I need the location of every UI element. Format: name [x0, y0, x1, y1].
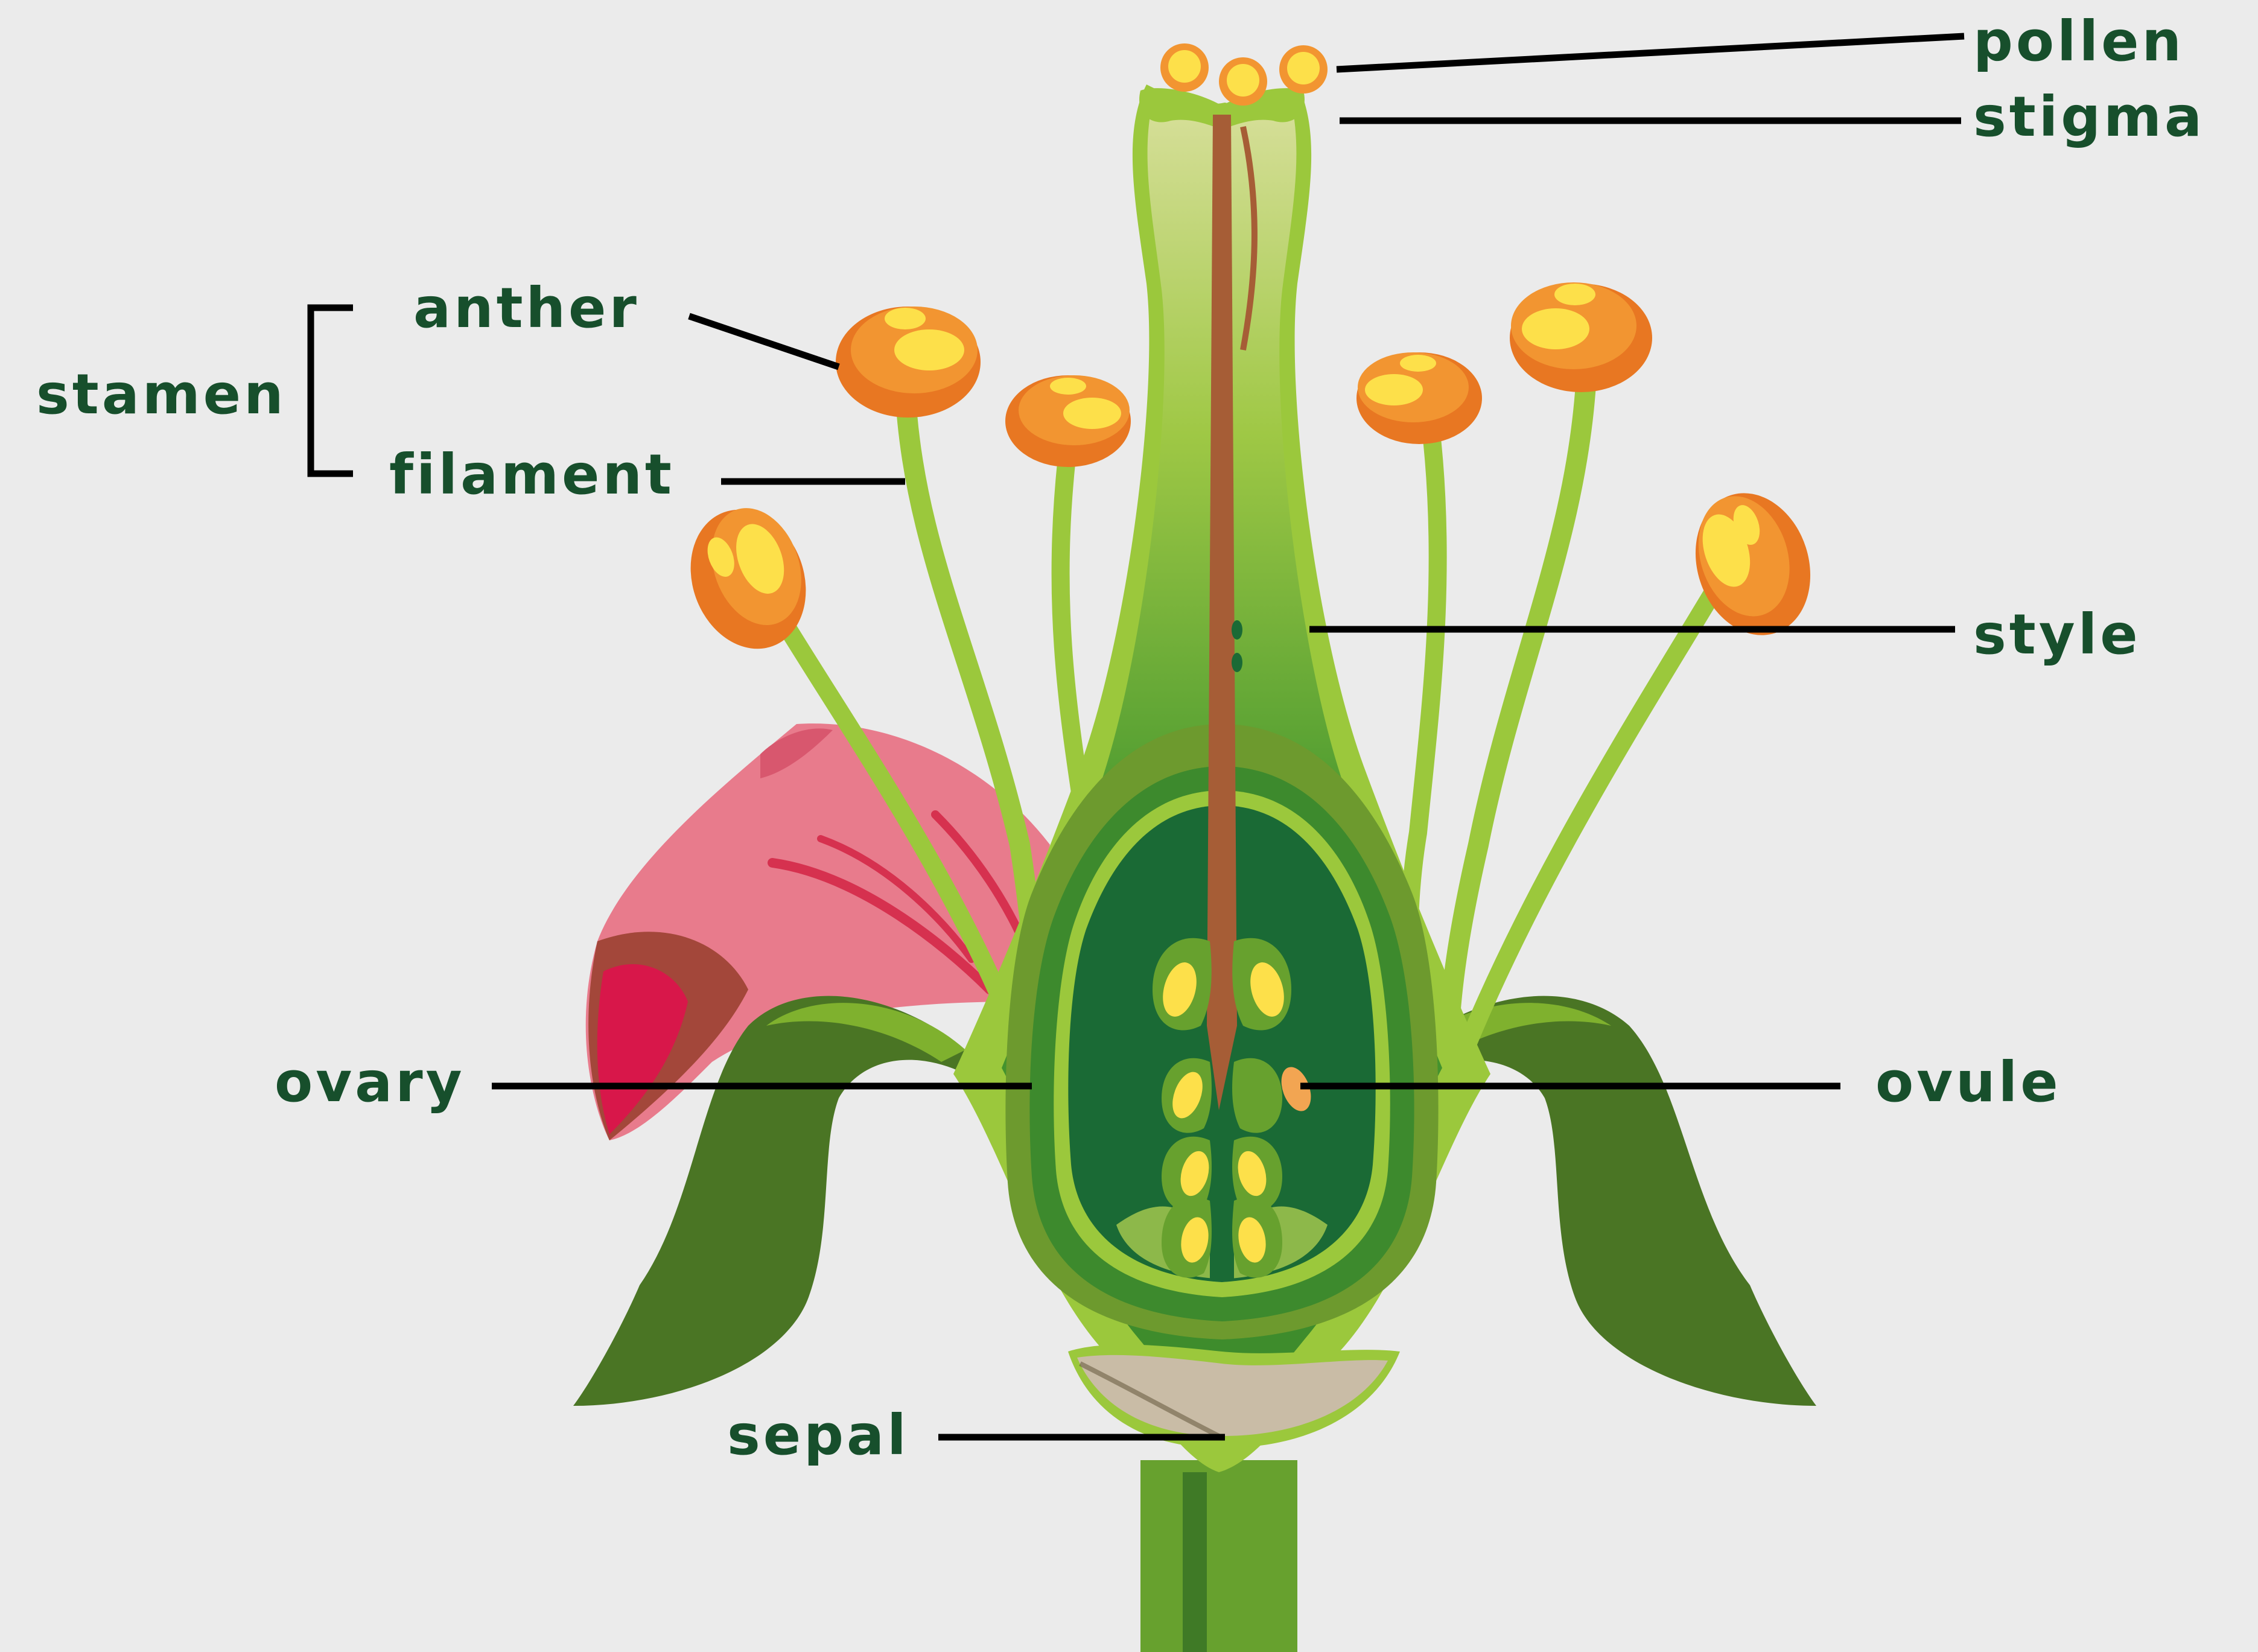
- stem: [1140, 1460, 1297, 1652]
- receptacle: [1068, 1344, 1400, 1448]
- anther-upper-left: [836, 307, 981, 418]
- anther-inner-left: [1005, 375, 1131, 467]
- label-pollen: pollen: [1973, 9, 2184, 74]
- label-style: style: [1973, 602, 2141, 667]
- label-filament: filament: [389, 442, 675, 507]
- anther-inner-right: [1356, 352, 1482, 444]
- label-anther: anther: [413, 276, 640, 340]
- label-stamen: stamen: [36, 362, 287, 427]
- label-sepal: sepal: [727, 1403, 909, 1467]
- anther-upper-right: [1510, 282, 1652, 392]
- label-stigma: stigma: [1973, 84, 2205, 149]
- stamen-bracket: [311, 308, 353, 474]
- pollen-leader-line: [1337, 36, 1964, 69]
- label-ovule: ovule: [1875, 1050, 2061, 1114]
- anther-leader-line: [689, 316, 839, 367]
- label-ovary: ovary: [275, 1050, 465, 1114]
- pistil: [953, 84, 1490, 1472]
